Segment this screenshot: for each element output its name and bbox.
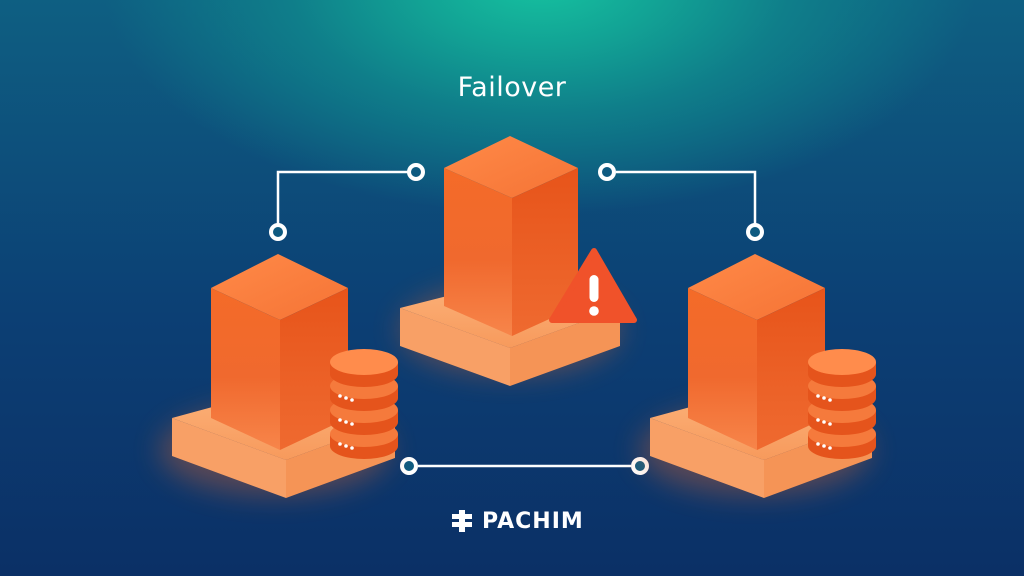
- server-tower-top: [444, 136, 578, 198]
- connector-node: [746, 223, 764, 241]
- server-tower-front: [444, 168, 512, 336]
- server-tower-side: [512, 168, 578, 336]
- platform-left: [650, 418, 764, 498]
- server-tower-top: [688, 254, 825, 320]
- platform-left: [400, 308, 510, 386]
- left-server: [160, 254, 398, 498]
- primary-server: [400, 136, 637, 386]
- connector-left-to-primary: [276, 170, 408, 232]
- connector-node: [400, 457, 418, 475]
- brand-name: PACHIM: [482, 508, 584, 534]
- connector-nodes: [269, 163, 764, 475]
- warning-triangle-icon: [549, 248, 637, 323]
- connector-primary-to-right: [616, 170, 757, 232]
- database-icon: [808, 349, 876, 459]
- server-tower-top: [211, 254, 348, 320]
- platform-left: [172, 418, 286, 498]
- server-tower-side: [757, 288, 825, 450]
- connector-node: [598, 163, 616, 181]
- connector-node: [407, 163, 425, 181]
- pachim-logo-icon: [452, 510, 472, 532]
- page-title: Failover: [457, 72, 567, 103]
- connector-node: [631, 457, 649, 475]
- database-icon: [330, 349, 398, 459]
- right-server: [640, 254, 876, 498]
- connector-lines: [276, 170, 757, 468]
- platform-right: [510, 308, 620, 386]
- connector-node: [269, 223, 287, 241]
- brand-logo: PACHIM: [450, 508, 584, 534]
- server-tower-front: [211, 288, 280, 450]
- server-tower-front: [688, 288, 757, 450]
